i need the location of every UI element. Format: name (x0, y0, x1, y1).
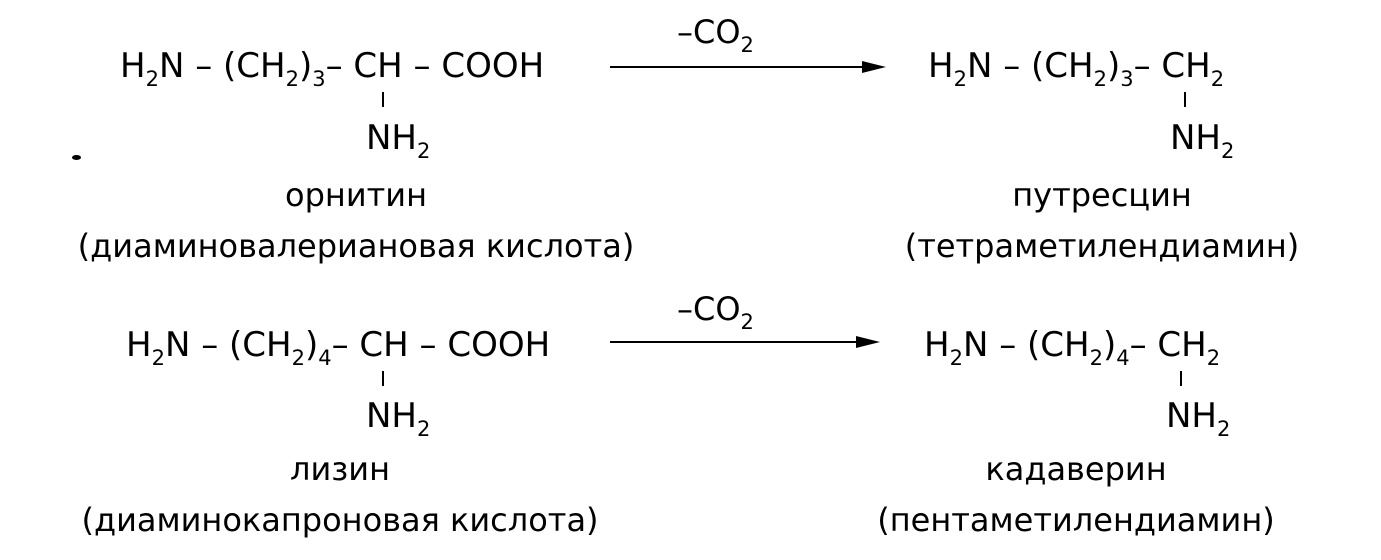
substrate-name: лизин (290, 450, 390, 488)
product-name: путресцин (1012, 176, 1192, 214)
stray-mark (72, 155, 81, 160)
product-name: кадаверин (985, 450, 1167, 488)
repeat-count: 3 (312, 67, 326, 91)
substrate-name: орнитин (285, 176, 427, 214)
bond: – (413, 46, 431, 86)
atom-n: N (158, 46, 185, 86)
atom-h: H (120, 46, 146, 86)
carboxyl-group: COOH (441, 46, 545, 86)
product-alt-name: (пентаметилендиамин) (877, 501, 1275, 539)
amino-group: NH2 (366, 118, 431, 163)
bond: – (325, 46, 343, 86)
putrescine-main-chain: H2N – (CH2)3– CH2 (928, 46, 1225, 91)
amino-group: NH2 (1170, 118, 1235, 163)
bracket: ) (298, 46, 313, 86)
reaction-arrow-head (856, 336, 880, 348)
subscript: 2 (145, 67, 159, 91)
methylene-group: (CH (223, 46, 286, 86)
alpha-carbon: CH (353, 46, 403, 86)
ornithine-main-chain: H2N – (CH2)3– CH – COOH (120, 46, 545, 91)
decarboxylation-condition: –CO2 (677, 290, 754, 334)
reaction-arrow-line (610, 66, 864, 68)
amino-group: NH2 (366, 396, 431, 441)
product-alt-name: (тетраметилендиамин) (904, 227, 1300, 265)
cadaverine-main-chain: H2N – (CH2)4– CH2 (924, 325, 1221, 370)
reaction-arrow-head (862, 61, 886, 73)
vertical-bond (1180, 371, 1182, 386)
decarboxylation-condition: –CO2 (677, 13, 754, 57)
reaction-arrow-line (610, 341, 858, 343)
substrate-alt-name: (диаминовалериановая кислота) (77, 227, 635, 265)
lysine-main-chain: H2N – (CH2)4– CH – COOH (126, 325, 551, 370)
amino-group: NH2 (1166, 396, 1231, 441)
vertical-bond (1184, 92, 1186, 107)
substrate-alt-name: (диаминокапроновая кислота) (81, 501, 599, 539)
subscript: 2 (285, 67, 299, 91)
vertical-bond (382, 92, 384, 107)
vertical-bond (382, 371, 384, 386)
bond: – (195, 46, 213, 86)
